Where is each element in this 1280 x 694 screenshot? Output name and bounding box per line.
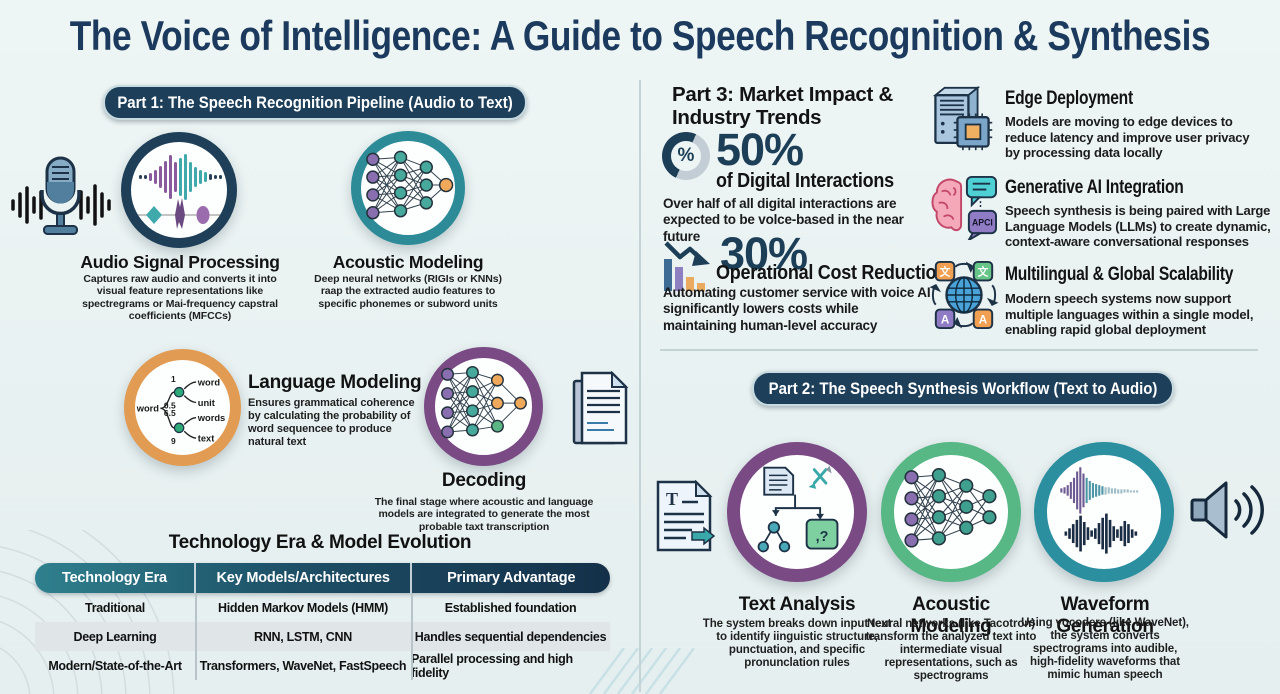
percent-donut-icon: %	[662, 132, 710, 180]
svg-text:9: 9	[171, 436, 176, 446]
step-desc-decoding: The final stage where acoustic and langu…	[374, 496, 594, 533]
tree-root-label: word	[136, 404, 160, 414]
p2-desc-waveform-generation: Using vocoders (like WaveNet), the syste…	[1021, 617, 1189, 681]
table-row: Modern/State-of-the-Art Transformers, Wa…	[48, 651, 573, 680]
svg-text:0.5: 0.5	[164, 400, 176, 410]
step-title-acoustic-modeling: Acoustic Modeling	[332, 252, 484, 272]
stat-desc-cost-reduction: Automating customer service with voice A…	[663, 285, 931, 333]
svg-text:unit: unit	[198, 398, 215, 408]
part1-header-label: Part 1: The Speech Recognition Pipeline …	[117, 92, 513, 112]
neural-network-icon	[366, 150, 454, 220]
trend-desc-genai: Speech synthesis is being paired with La…	[1005, 203, 1271, 250]
language-modeling-circle: word 1 0.5 6.5 9 word unit words text	[124, 349, 241, 466]
p2-title-acoustic-modeling: Acoustic Modeling	[910, 594, 992, 637]
acoustic-modeling-circle	[351, 131, 465, 245]
microphone-icon	[11, 156, 111, 235]
part1-header-badge: Part 1: The Speech Recognition Pipeline …	[103, 85, 527, 120]
step-desc-audio-signal: Captures raw audio and converts it into …	[82, 273, 278, 322]
table-header-cell: Key Models/Architectures	[193, 563, 411, 593]
stat-label-cost-reduction: Operational Cost Reduction	[716, 262, 948, 284]
svg-text:1: 1	[171, 374, 176, 384]
double-waveform-icon	[1060, 467, 1139, 554]
stat-desc-digital-interactions: Over half of all digital interactions ar…	[663, 196, 904, 244]
trend-desc-edge: Models are moving to edge devices to red…	[1005, 114, 1250, 161]
server-chip-icon	[932, 86, 993, 151]
audio-waveform-icon	[138, 154, 222, 229]
svg-text:text: text	[198, 433, 215, 443]
cjk-glyph: 文	[939, 266, 951, 279]
trend-title-multilingual: Multilingual & Global Scalability	[1005, 264, 1234, 285]
table-header-row: Technology Era Key Models/Architectures …	[35, 563, 610, 593]
table-row: Traditional Hidden Markov Models (HMM) E…	[85, 600, 577, 615]
trend-desc-multilingual: Modern speech systems now support multip…	[1005, 291, 1254, 338]
apci-label: APCI	[972, 217, 993, 227]
part3-header: Part 3: Market Impact & Industry Trends	[672, 83, 893, 129]
step-title-decoding: Decoding	[441, 470, 527, 491]
synthesis-acoustic-circle	[881, 442, 1021, 582]
svg-text:6.5: 6.5	[164, 408, 176, 418]
p2-title-text-analysis: Text Analysis	[738, 594, 856, 615]
evolution-table: Technology Era Key Models/Architectures …	[35, 563, 610, 680]
decoding-network-icon	[440, 365, 527, 438]
decoding-circle	[424, 347, 543, 466]
p2-desc-text-analysis: The system breaks down input text to ide…	[702, 618, 892, 669]
declining-bars-icon	[664, 241, 710, 291]
table-row: Deep Learning RNN, LSTM, CNN Handles seq…	[35, 622, 610, 651]
synthesis-network-icon	[904, 468, 997, 548]
brain-chat-icon: APCI	[931, 175, 997, 240]
text-document-icon: T	[656, 480, 716, 552]
table-header-cell: Primary Advantage	[410, 563, 610, 593]
speaker-icon	[1190, 481, 1264, 539]
stat-label-digital-interactions: of Digital Interactions	[716, 170, 894, 192]
trend-title-edge: Edge Deployment	[1005, 88, 1133, 109]
step-desc-language-modeling: Ensures grammatical coherence by calcula…	[248, 397, 415, 448]
latin-glyph: A	[941, 314, 950, 327]
audio-signal-circle	[121, 132, 237, 248]
text-analysis-circle: ,?	[727, 442, 867, 582]
step-title-language-modeling: Language Modeling	[248, 372, 422, 393]
p2-desc-acoustic-modeling: Neural networks (like Tacotron) transfor…	[865, 618, 1037, 682]
column-divider	[639, 80, 641, 692]
percent-glyph: %	[677, 145, 695, 166]
table-title: Technology Era & Model Evolution	[168, 532, 472, 553]
lines-decoration	[588, 648, 696, 694]
step-title-audio-signal: Audio Signal Processing	[80, 252, 280, 272]
table-header-cell: Technology Era	[61, 570, 167, 586]
p2-title-waveform-generation: Waveform Generation	[1056, 594, 1154, 637]
globe-translate-icon: 文 文 A A	[929, 260, 999, 330]
latin-glyph: A	[979, 314, 988, 327]
trend-title-genai: Generative AI Integration	[1005, 177, 1184, 198]
waveform-generation-circle	[1034, 442, 1174, 582]
step-desc-acoustic-modeling: Deep neural networks (RIGIs or KNNs) raa…	[314, 273, 502, 310]
punctuation-glyph: ,?	[816, 529, 829, 545]
t-glyph: T	[666, 489, 678, 509]
table-column-separator	[411, 593, 413, 680]
part2-header-label: Part 2: The Speech Synthesis Workflow (T…	[768, 378, 1158, 398]
page-title: The Voice of Intelligence: A Guide to Sp…	[69, 12, 1211, 59]
svg-text:word: word	[197, 377, 221, 387]
transcript-document-icon	[572, 371, 629, 445]
table-column-separator	[195, 593, 197, 680]
part3-divider	[660, 349, 1258, 351]
word-tree-icon: word 1 0.5 6.5 9 word unit words text	[136, 374, 226, 446]
stat-value-50: 50%	[716, 124, 804, 175]
svg-text:words: words	[197, 413, 225, 423]
text-analysis-icon: ,?	[757, 465, 839, 553]
stat-value-30: 30%	[720, 228, 808, 279]
part2-header-badge: Part 2: The Speech Synthesis Workflow (T…	[752, 371, 1174, 406]
cjk-glyph: 文	[977, 266, 989, 279]
